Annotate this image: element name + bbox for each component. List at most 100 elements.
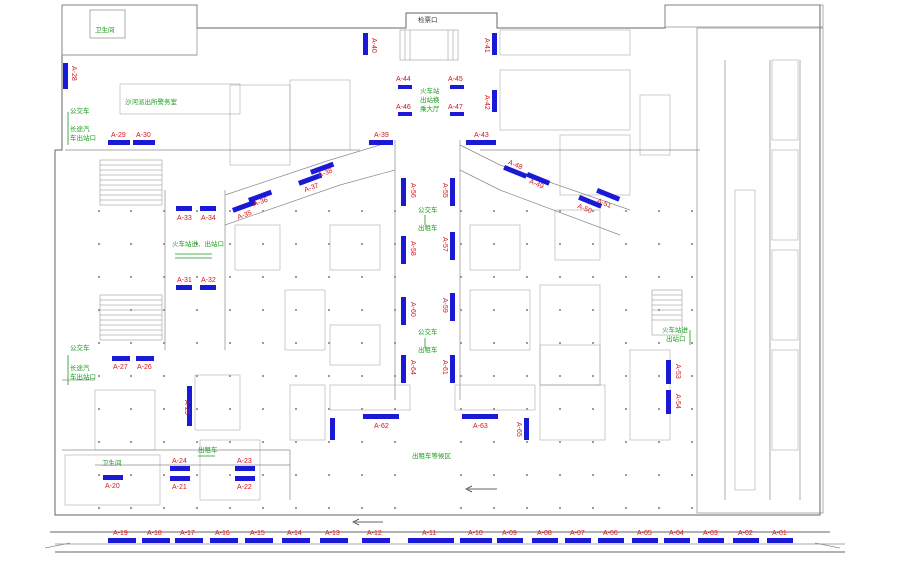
gate-A-02[interactable]: A-02 [733, 530, 759, 543]
gate-label: A-65 [515, 422, 522, 437]
gate-A-13[interactable]: A-13 [320, 530, 348, 543]
gate-A-26[interactable]: A-26 [136, 356, 154, 371]
column-marker [493, 408, 495, 410]
gate-A-38[interactable]: A-38 [310, 161, 337, 181]
column-marker [526, 441, 528, 443]
gate-A-53[interactable]: A-53 [666, 360, 681, 384]
gate-A-27[interactable]: A-27 [112, 356, 130, 371]
gate-A-18[interactable]: A-18 [142, 530, 170, 543]
gate-A-06[interactable]: A-06 [598, 530, 624, 543]
gate-A-35[interactable]: A-35 [232, 199, 260, 222]
gate-A-29[interactable]: A-29 [108, 132, 130, 145]
gate-A-14[interactable]: A-14 [282, 530, 310, 543]
gate-A-64-left[interactable] [330, 418, 335, 440]
gate-A-16[interactable]: A-16 [210, 530, 238, 543]
column-marker [98, 375, 100, 377]
gate-A-03[interactable]: A-03 [698, 530, 724, 543]
gate-A-64[interactable]: A-64 [401, 355, 416, 383]
gate-A-43[interactable]: A-43 [466, 132, 496, 145]
note-bus-center-1: 公交车 [418, 205, 438, 214]
column-marker [625, 507, 627, 509]
note-long-coach-left-top-1: 长途汽 [70, 124, 90, 133]
gate-A-08[interactable]: A-08 [532, 530, 558, 543]
gate-A-15[interactable]: A-15 [245, 530, 273, 543]
column-marker [625, 276, 627, 278]
gate-A-30[interactable]: A-30 [133, 132, 155, 145]
gate-A-24[interactable]: A-24 [170, 458, 190, 471]
gate-A-51[interactable]: A-51 [592, 188, 621, 212]
gate-A-20[interactable]: A-20 [103, 475, 123, 490]
column-marker [229, 342, 231, 344]
gate-A-10[interactable]: A-10 [460, 530, 492, 543]
note-checkin: 检票口 [418, 15, 438, 24]
gate-A-63[interactable]: A-63 [462, 414, 498, 430]
gate-A-09[interactable]: A-09 [497, 530, 523, 543]
column-marker [361, 441, 363, 443]
column-marker [98, 441, 100, 443]
gate-A-55[interactable]: A-55 [441, 178, 455, 206]
gate-A-01[interactable]: A-01 [767, 530, 793, 543]
gate-label: A-27 [113, 364, 128, 371]
column-marker [460, 441, 462, 443]
column-marker [229, 243, 231, 245]
gate-A-46[interactable]: A-46 [396, 104, 412, 116]
gate-A-47[interactable]: A-47 [448, 104, 464, 116]
gate-label: A-51 [596, 198, 612, 210]
gate-label: A-31 [177, 277, 192, 284]
column-marker [196, 243, 198, 245]
gate-A-61[interactable]: A-61 [441, 355, 455, 383]
gate-A-57[interactable]: A-57 [441, 232, 455, 260]
column-marker [130, 342, 132, 344]
gate-A-39[interactable]: A-39 [369, 132, 393, 145]
gate-A-40[interactable]: A-40 [363, 33, 377, 55]
gate-A-07[interactable]: A-07 [565, 530, 591, 543]
gate-A-22[interactable]: A-22 [235, 476, 255, 491]
gate-A-25[interactable]: A-25 [183, 386, 192, 426]
gate-A-60[interactable]: A-60 [401, 297, 416, 325]
gate-A-12[interactable]: A-12 [362, 530, 390, 543]
gate-A-48[interactable]: A-48 [503, 159, 530, 179]
gate-A-32[interactable]: A-32 [200, 277, 216, 290]
gate-A-21[interactable]: A-21 [170, 476, 190, 491]
gate-A-49[interactable]: A-49 [524, 172, 551, 192]
gate-A-05[interactable]: A-05 [632, 530, 658, 543]
gate-A-62[interactable]: A-62 [363, 414, 399, 430]
gate-A-45[interactable]: A-45 [448, 76, 464, 89]
column-marker [262, 507, 264, 509]
gate-A-04[interactable]: A-04 [664, 530, 690, 543]
gate-A-23[interactable]: A-23 [235, 458, 255, 471]
column-marker [592, 474, 594, 476]
gate-A-19[interactable]: A-19 [108, 530, 136, 543]
gate-A-59[interactable]: A-59 [441, 293, 455, 321]
column-marker [625, 210, 627, 212]
gate-A-11[interactable]: A-11 [408, 530, 454, 543]
gate-A-17[interactable]: A-17 [175, 530, 203, 543]
gate-A-33[interactable]: A-33 [176, 206, 192, 222]
gate-A-31[interactable]: A-31 [176, 277, 192, 290]
column-marker [691, 210, 693, 212]
gate-A-56[interactable]: A-56 [401, 178, 416, 206]
gate-A-28[interactable]: A-28 [63, 63, 77, 89]
gate-label: A-19 [113, 530, 128, 537]
column-marker [592, 276, 594, 278]
gate-label: A-38 [317, 168, 333, 180]
column-marker [625, 474, 627, 476]
gate-label: A-12 [367, 530, 382, 537]
gate-A-44[interactable]: A-44 [396, 76, 412, 89]
gate-label: A-47 [448, 104, 463, 111]
column-marker [394, 243, 396, 245]
column-marker [394, 441, 396, 443]
column-marker [295, 507, 297, 509]
gate-A-58[interactable]: A-58 [401, 236, 416, 264]
gate-A-36[interactable]: A-36 [248, 189, 275, 209]
gate-A-37[interactable]: A-37 [298, 172, 326, 195]
gate-A-65[interactable]: A-65 [515, 418, 529, 440]
column-marker [394, 408, 396, 410]
gate-A-34[interactable]: A-34 [200, 206, 216, 222]
note-bus-left-top: 公交车 [70, 106, 90, 115]
column-marker [361, 507, 363, 509]
column-marker [328, 243, 330, 245]
gate-A-42[interactable]: A-42 [483, 90, 497, 112]
gate-A-41[interactable]: A-41 [483, 33, 497, 55]
gate-A-54[interactable]: A-54 [666, 390, 681, 414]
